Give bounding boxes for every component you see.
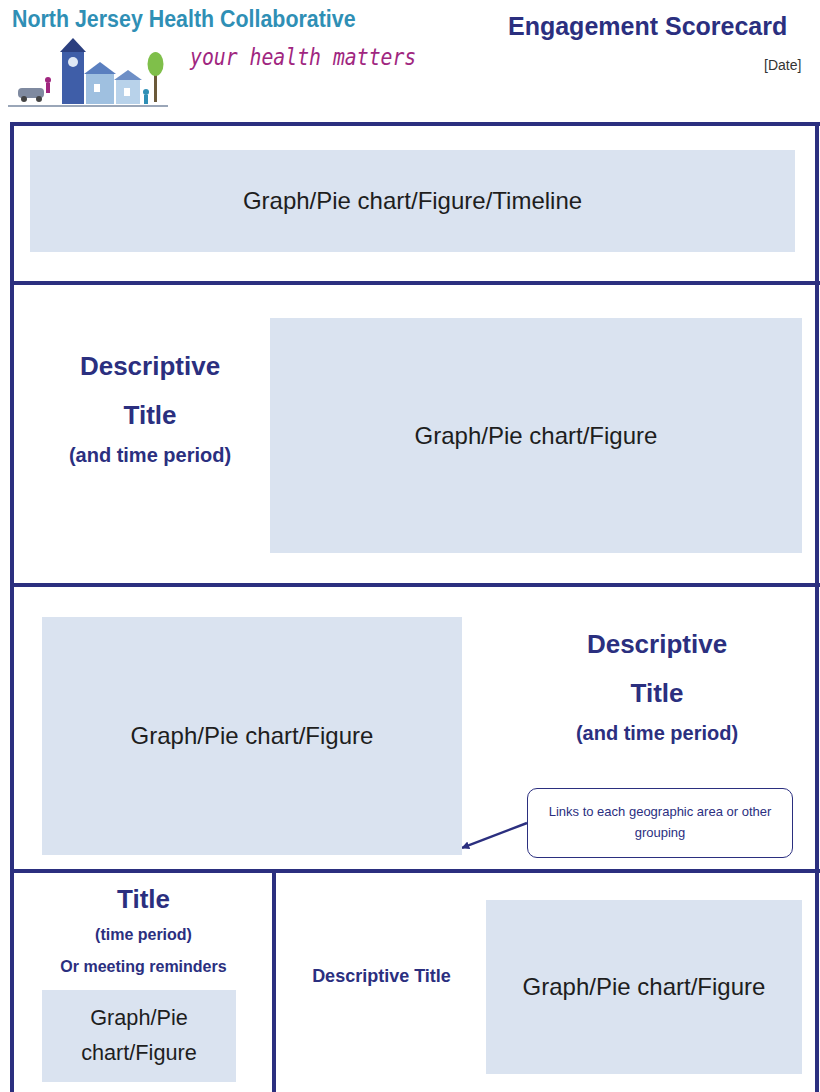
title-block: Descriptive Title (and time period) <box>40 330 260 480</box>
tagline: your health matters <box>190 44 416 70</box>
section-title: Descriptive Title <box>60 342 240 438</box>
title-block: Descriptive Title (and time period) <box>537 608 777 758</box>
title-block: Title (time period) Or meeting reminders <box>14 874 273 986</box>
callout-text: Links to each geographic area or other g… <box>538 802 782 844</box>
section-title: Title <box>117 883 170 916</box>
figure-placeholder: Graph/Pie chart/Figure/Timeline <box>30 150 795 252</box>
organization-name: North Jersey Health Collaborative <box>12 6 356 33</box>
page-title: Engagement Scorecard <box>508 12 787 41</box>
figure-placeholder: Graph/Pie chart/Figure <box>486 900 802 1074</box>
placeholder-text: Graph/Pie chart/Figure/Timeline <box>243 186 582 216</box>
logo-illustration <box>8 38 168 110</box>
callout-arrow <box>462 823 527 848</box>
section-subtitle: (and time period) <box>69 443 231 468</box>
figure-placeholder: Graph/Pie chart/Figure <box>42 617 462 855</box>
section-subtitle: (and time period) <box>576 721 738 746</box>
section-subtitle: Or meeting reminders <box>60 957 226 977</box>
date-label: [Date] <box>764 57 801 73</box>
section-title: Descriptive Title <box>312 965 451 988</box>
placeholder-text: Graph/Pie chart/Figure <box>415 421 658 451</box>
figure-placeholder: Graph/Pie chart/Figure <box>42 990 236 1082</box>
panel-section: Descriptive Title (and time period) Graph/… <box>14 285 816 583</box>
frame-lines <box>10 122 820 1092</box>
panel-section: Descriptive Title (and time period) Graph/… <box>14 587 816 869</box>
section-title: Descriptive Title <box>567 620 747 716</box>
placeholder-text: Graph/Pie chart/Figure <box>42 1001 236 1070</box>
title-block: Descriptive Title <box>284 955 479 997</box>
panel-section: Descriptive Title Graph/Pie chart/Figure <box>276 873 816 1092</box>
placeholder-text: Graph/Pie chart/Figure <box>523 972 766 1002</box>
figure-placeholder: Graph/Pie chart/Figure <box>270 318 802 553</box>
placeholder-text: Graph/Pie chart/Figure <box>131 721 374 751</box>
callout-box: Links to each geographic area or other g… <box>527 788 793 858</box>
section-subtitle: (time period) <box>95 925 192 945</box>
panel-section: Title (time period) Or meeting remindersGr… <box>14 873 273 1092</box>
